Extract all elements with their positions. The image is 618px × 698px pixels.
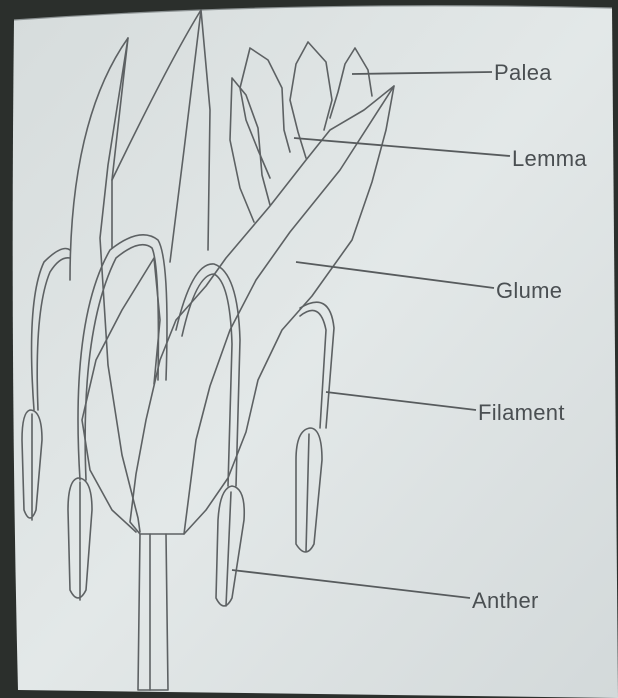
label-lemma: Lemma	[512, 148, 587, 170]
label-filament: Filament	[478, 402, 565, 424]
label-palea: Palea	[494, 62, 552, 84]
label-anther: Anther	[472, 590, 539, 612]
label-glume: Glume	[496, 280, 562, 302]
